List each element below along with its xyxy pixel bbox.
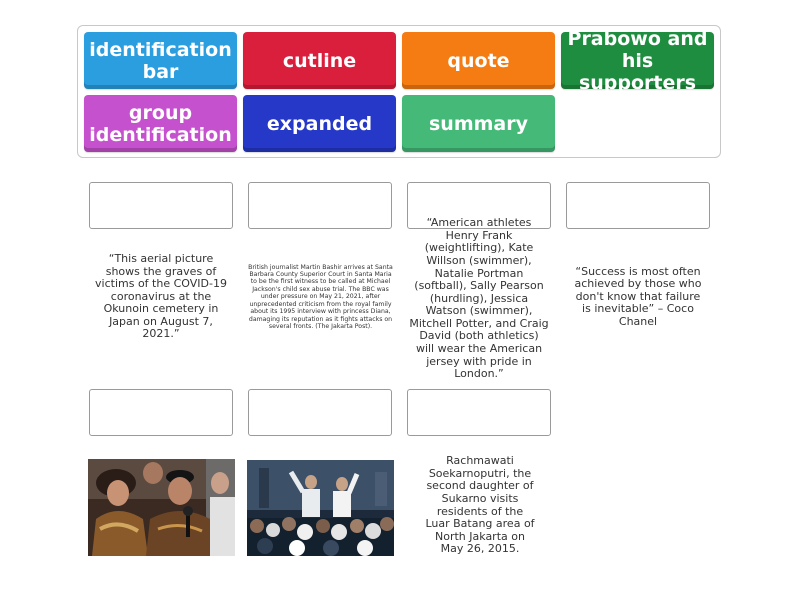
drop-zone-3[interactable] <box>407 182 551 229</box>
clue-text: “Success is most often achieved by those… <box>574 264 702 328</box>
clue-text: “This aerial picture shows the graves of… <box>95 251 227 341</box>
clue-text: Rachmawati Soekarnoputri, the second dau… <box>425 454 535 556</box>
tile-label: Prabowo and his supporters <box>567 27 708 94</box>
clue-photo-crowd <box>247 460 394 556</box>
drop-zone-7[interactable] <box>407 389 551 436</box>
tile-label: group identification <box>89 101 232 146</box>
drop-zone-1[interactable] <box>89 182 233 229</box>
tile-prabowo-and-his-supporters[interactable]: Prabowo and his supporters <box>561 28 714 94</box>
clue-text: “American athletes Henry Frank (weightli… <box>409 216 549 381</box>
tile-label: summary <box>428 112 528 135</box>
drop-zone-5[interactable] <box>89 389 233 436</box>
clue-1: “This aerial picture shows the graves of… <box>89 234 233 360</box>
tile-label: quote <box>447 49 510 72</box>
drop-zone-6[interactable] <box>248 389 392 436</box>
clue-2: British journalist Martin Bashir arrives… <box>246 234 395 360</box>
clue-text: British journalist Martin Bashir arrives… <box>248 263 393 330</box>
tile-group-identification[interactable]: group identification <box>84 95 237 152</box>
tile-quote[interactable]: quote <box>402 32 555 89</box>
tile-expanded[interactable]: expanded <box>243 95 396 152</box>
tile-summary[interactable]: summary <box>402 95 555 152</box>
clue-3: “American athletes Henry Frank (weightli… <box>407 216 551 380</box>
clue-4: “Success is most often achieved by those… <box>566 234 710 360</box>
tile-label: cutline <box>282 49 357 72</box>
clue-photo-group-speech <box>88 459 235 556</box>
tile-label: expanded <box>266 112 373 135</box>
clue-7: Rachmawati Soekarnoputri, the second dau… <box>404 454 556 556</box>
drop-zone-4[interactable] <box>566 182 710 229</box>
tile-label: identification bar <box>89 38 232 83</box>
tile-cutline[interactable]: cutline <box>243 32 396 89</box>
tile-identification-bar[interactable]: identification bar <box>84 32 237 89</box>
group-speech-photo <box>88 459 235 556</box>
crowd-photo <box>247 460 394 556</box>
drop-zone-2[interactable] <box>248 182 392 229</box>
